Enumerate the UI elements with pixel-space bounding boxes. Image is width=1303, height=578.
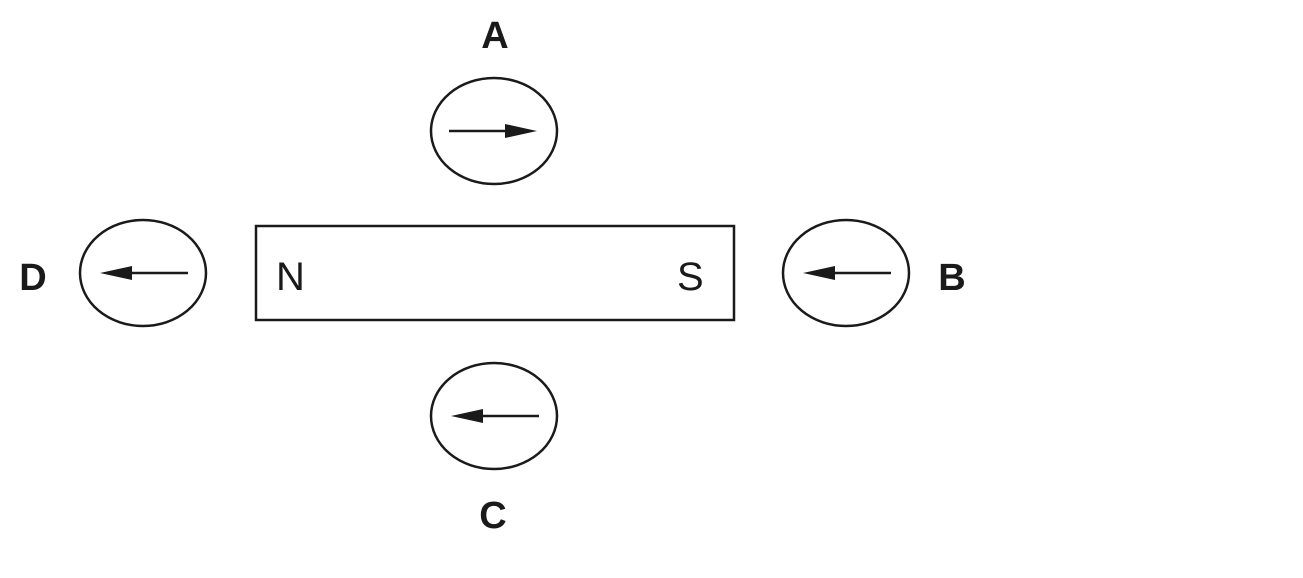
compass-b-label: B (938, 257, 965, 299)
compass-d: D (19, 218, 208, 328)
magnet-body (254, 224, 736, 322)
compass-b-needle-icon (803, 266, 891, 280)
compass-c: C (429, 361, 559, 537)
compass-d-needle-icon (100, 266, 188, 280)
south-pole-label: S (677, 255, 704, 299)
compass-c-needle-icon (451, 409, 539, 423)
north-pole-label: N (276, 255, 305, 299)
compass-d-label: D (19, 257, 46, 299)
compass-a: A (429, 15, 559, 186)
compass-b: B (781, 218, 966, 328)
compass-c-label: C (479, 495, 506, 537)
bar-magnet: N S (254, 224, 736, 322)
compass-a-needle-icon (449, 124, 537, 138)
compass-a-label: A (481, 15, 508, 57)
